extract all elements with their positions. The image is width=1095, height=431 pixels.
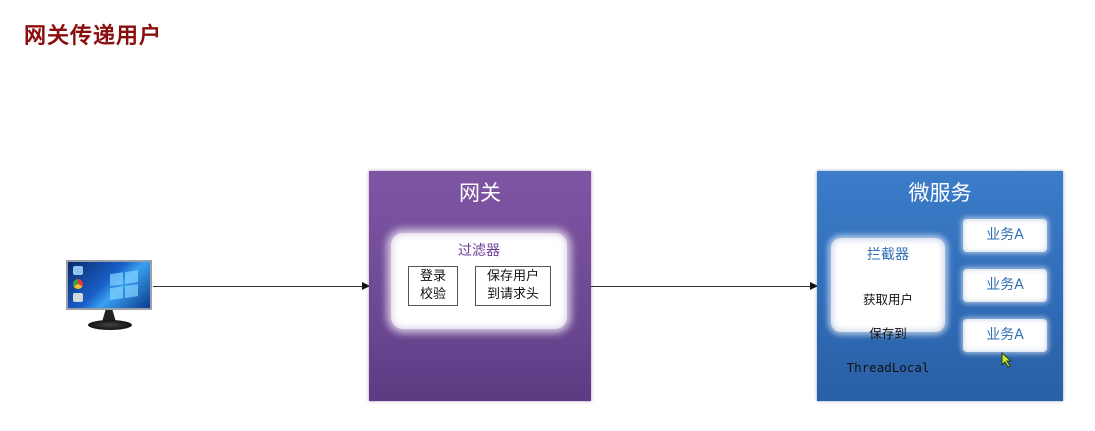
gateway-title: 网关 xyxy=(459,181,501,205)
business-service-1: 业务A xyxy=(963,219,1047,252)
recycle-bin-icon xyxy=(73,293,83,302)
business-service-3: 业务A xyxy=(963,319,1047,352)
browser-icon xyxy=(73,279,83,289)
interceptor-line-3: ThreadLocal xyxy=(846,360,930,375)
filter-title: 过滤器 xyxy=(458,243,500,259)
interceptor-box: 拦截器 获取用户 保存到 ThreadLocal xyxy=(831,238,945,375)
monitor-base xyxy=(88,320,132,330)
gateway-box: 网关 过滤器 登录 校验 保存用户 到请求头 xyxy=(369,171,591,401)
microservice-title: 微服务 xyxy=(908,181,972,205)
desktop-shortcut-icon xyxy=(73,266,83,275)
business-service-2: 业务A xyxy=(963,269,1047,302)
arrow-gateway-to-microservice xyxy=(591,282,818,290)
interceptor-title: 拦截器 xyxy=(867,247,909,263)
interceptor-description: 获取用户 保存到 ThreadLocal xyxy=(831,274,945,393)
microservice-box: 微服务 拦截器 获取用户 保存到 ThreadLocal 业务A 业务A 业务A xyxy=(817,171,1063,401)
interceptor-line-2: 保存到 xyxy=(869,326,907,341)
windows-logo-icon xyxy=(110,269,140,303)
interceptor-line-1: 获取用户 xyxy=(862,292,913,307)
mouse-cursor-icon xyxy=(1001,352,1013,368)
page-title: 网关传递用户 xyxy=(24,24,163,49)
save-user-to-header-step: 保存用户 到请求头 xyxy=(475,266,551,306)
arrow-client-to-gateway xyxy=(153,282,370,290)
filter-box: 过滤器 登录 校验 保存用户 到请求头 xyxy=(391,233,567,329)
monitor-stand xyxy=(102,310,116,322)
login-check-step: 登录 校验 xyxy=(408,266,458,306)
monitor-screen xyxy=(66,260,152,310)
desktop-computer-icon xyxy=(66,260,154,334)
